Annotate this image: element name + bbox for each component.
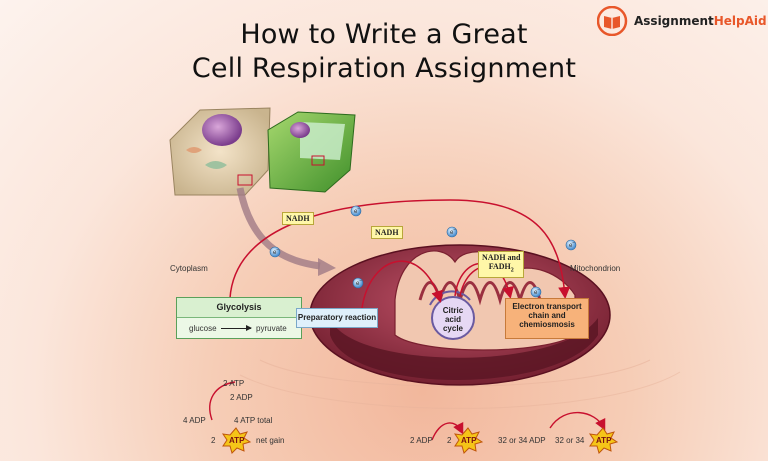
glycolysis-equation: glucose pyruvate [177,317,301,338]
mitochondrion-illustration [309,244,611,386]
glycolysis-net-number: 2 [211,436,216,445]
logo-text-part2: HelpAid [713,14,767,28]
glycolysis-box: Glycolysis glucose pyruvate [176,297,302,339]
glycolysis-atp-label: ATP [229,436,245,445]
electron-sup: − [357,206,361,212]
zoom-arrow [236,187,321,270]
electron-sup: − [359,278,363,284]
nadh-tag-2: NADH [371,226,403,239]
electron-label-2: e− [273,247,279,256]
net-gain-label: net gain [256,436,285,445]
etc-number: 32 or 34 [555,436,585,445]
etc-adp: 32 or 34 ADP [498,436,546,445]
citric-atp-label: ATP [461,436,477,445]
electron-label-4: e− [356,278,362,287]
electron-text: e [569,243,573,249]
title-line-1: How to Write a Great [240,19,528,50]
mitochondrion-label: Mitochondrion [570,264,621,273]
atp-stars [221,427,619,454]
citric-acid-cycle-label: Citric acid cycle [434,306,472,333]
etc-line1: Electron transport [512,302,582,311]
nadh-fadh-line1: NADH and [482,253,521,262]
pyruvate-label: pyruvate [256,324,287,333]
etc-line3: chemiosmosis [519,320,575,329]
glucose-label: glucose [189,324,217,333]
nadh-fadh-line2: FADH2 [482,262,520,276]
electron-sup: − [537,287,541,293]
glycolysis-2atp: 2 ATP [223,379,245,388]
book-icon [597,6,628,36]
page-title: How to Write a Great Cell Respiration As… [0,18,768,86]
electron-text: e [273,250,277,256]
glycolysis-2adp: 2 ADP [230,393,253,402]
atp-flow-arrows [209,381,606,441]
citric-number: 2 [447,436,452,445]
etc-line2: chain and [528,311,566,320]
brand-logo[interactable]: AssignmentHelpAid [597,6,767,36]
fadh-subscript: 2 [510,267,514,274]
logo-text-part1: Assignment [634,14,714,28]
electron-text: e [354,209,358,215]
animal-cell-illustration [169,107,271,196]
plant-cell-illustration [267,111,356,193]
electron-markers [269,205,577,298]
logo-text: AssignmentHelpAid [634,14,767,28]
electron-label-6: e− [569,240,575,249]
glycolysis-4adp: 4 ADP [183,416,206,425]
fadh-text: FADH [488,262,511,271]
arrow-right-icon [221,325,252,331]
citric-acid-line2: cycle [442,324,464,333]
preparatory-reaction-box: Preparatory reaction [296,308,378,328]
electron-text: e [356,281,360,287]
nadh-fadh-tag: NADH and FADH2 [478,251,525,278]
electron-label-1: e− [354,206,360,215]
electron-text: e [534,290,538,296]
citric-2adp: 2 ADP [410,436,433,445]
etc-atp-label: ATP [596,436,612,445]
electron-label-5: e− [534,287,540,296]
citric-acid-line1: Citric acid [442,306,464,324]
glycolysis-4atp-total: 4 ATP total [234,416,273,425]
electron-flow-arrows [229,199,571,309]
electron-label-3: e− [450,227,456,236]
cytoplasm-label: Cytoplasm [170,264,208,273]
electron-sup: − [572,240,576,246]
electron-text: e [450,230,454,236]
nadh-tag-1: NADH [282,212,314,225]
electron-sup: − [453,227,457,233]
glycolysis-title: Glycolysis [216,302,262,312]
electron-sup: − [276,247,280,253]
electron-transport-box: Electron transport chain and chemiosmosi… [505,298,589,339]
title-line-2: Cell Respiration Assignment [191,53,577,84]
